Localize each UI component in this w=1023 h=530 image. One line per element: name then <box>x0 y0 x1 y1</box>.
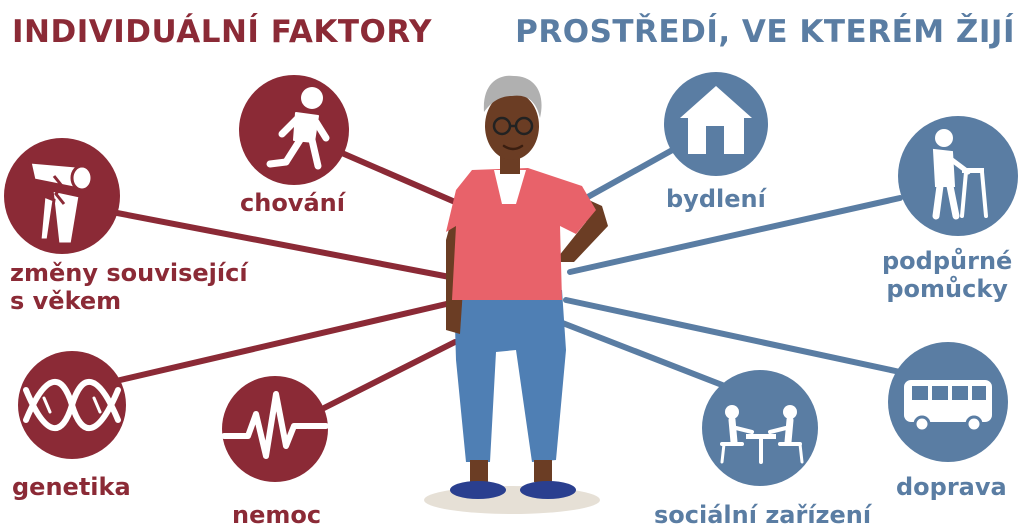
knee-joint-icon <box>28 160 94 246</box>
connector-doprava <box>563 297 903 375</box>
doprava-node <box>888 342 1008 462</box>
label-zmeny-line2: s věkem <box>10 286 122 315</box>
dna-helix-icon <box>23 378 121 432</box>
label-pomucky: podpůrné pomůcky <box>882 247 1013 303</box>
older-woman-illustration <box>424 75 608 514</box>
bydleni-node <box>664 72 768 176</box>
individual-connectors <box>109 147 465 412</box>
genetika-node <box>18 351 126 459</box>
running-person-icon <box>266 87 330 170</box>
label-chovani: chování <box>240 189 345 217</box>
connector-zmeny <box>109 209 458 281</box>
connector-nemoc <box>319 339 458 412</box>
connector-pomucky <box>567 195 903 275</box>
house-icon <box>680 86 752 154</box>
pomucky-node <box>898 116 1018 236</box>
label-socialni: sociální zařízení <box>654 501 872 529</box>
bus-icon <box>904 380 992 433</box>
individual-factors-heading: INDIVIDUÁLNÍ FAKTORY <box>12 14 432 50</box>
label-genetika: genetika <box>12 473 131 501</box>
label-doprava: doprava <box>896 473 1007 501</box>
label-zmeny-line1: změny související <box>10 259 248 287</box>
socialni-node <box>702 370 818 486</box>
nemoc-node <box>221 376 329 482</box>
connector-genetika <box>113 299 458 384</box>
environment-heading: PROSTŘEDÍ, VE KTERÉM ŽIJÍ <box>515 14 1015 50</box>
label-zmeny: změny související s věkem <box>10 259 248 315</box>
label-bydleni: bydlení <box>666 185 766 213</box>
label-pomucky-line2: pomůcky <box>886 274 1008 303</box>
connector-socialni <box>557 319 738 393</box>
people-at-table-icon <box>720 405 804 464</box>
chovani-node <box>239 75 349 185</box>
heartbeat-icon <box>221 391 329 459</box>
label-nemoc: nemoc <box>232 501 322 529</box>
walker-icon <box>932 129 988 220</box>
zmeny-node <box>4 138 120 254</box>
connector-chovani <box>332 147 465 208</box>
environment-connectors <box>557 145 903 393</box>
label-pomucky-line1: podpůrné <box>882 247 1013 275</box>
